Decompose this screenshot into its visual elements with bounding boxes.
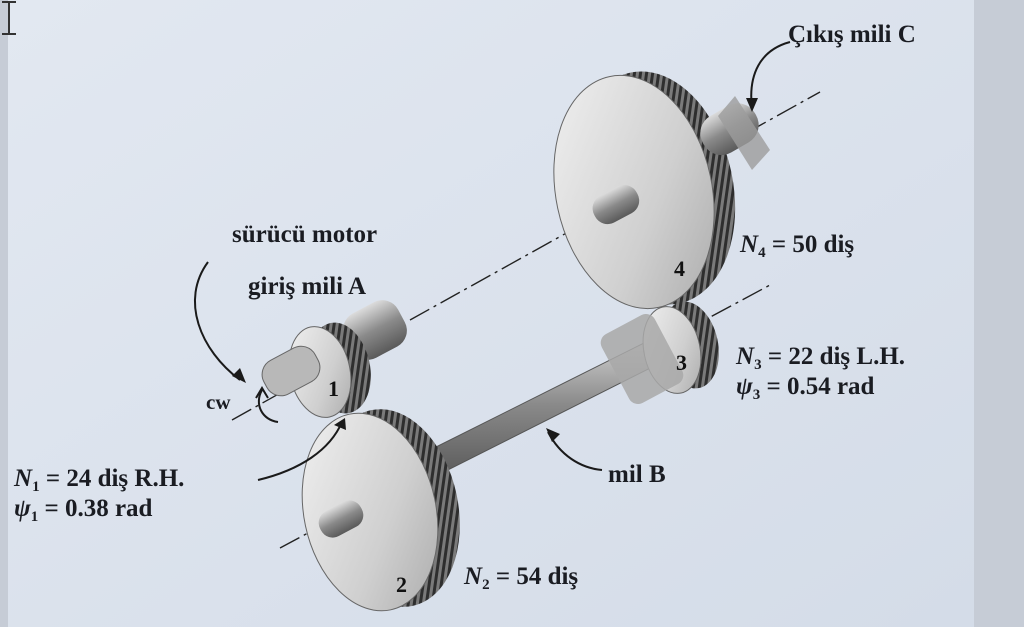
arrow-heads: [232, 98, 758, 442]
gear-1-teeth: N1 = 24 diş R.H.: [14, 465, 185, 495]
output-shaft-label: Çıkış mili C: [788, 21, 916, 48]
gear-4-number: 4: [674, 256, 685, 281]
cw-label: cw: [206, 390, 231, 414]
gear-1: [261, 300, 407, 418]
gear-1-number: 1: [328, 376, 339, 401]
gear-2-number: 2: [396, 572, 407, 597]
gear-3-helix: ψ3 = 0.54 rad: [736, 373, 875, 403]
gear-4: [553, 71, 736, 310]
driver-motor-label: sürücü motor: [232, 221, 378, 248]
gear-2-teeth: N2 = 54 diş: [464, 563, 579, 593]
gear-3-number: 3: [676, 350, 687, 375]
shaft-b-label: mil B: [608, 461, 666, 488]
gear-3-teeth: N3 = 22 diş L.H.: [736, 343, 906, 373]
gear-4-teeth: N4 = 50 diş: [740, 231, 855, 261]
output-shaft-c: [700, 96, 770, 170]
rotation-arrow: [255, 386, 279, 423]
text-cursor-icon: [2, 1, 16, 35]
input-shaft-label: giriş mili A: [248, 273, 367, 300]
figure-panel: [8, 0, 974, 627]
gear-3: [600, 301, 719, 404]
gear-2: [301, 409, 460, 612]
gear-1-helix: ψ1 = 0.38 rad: [14, 495, 153, 525]
